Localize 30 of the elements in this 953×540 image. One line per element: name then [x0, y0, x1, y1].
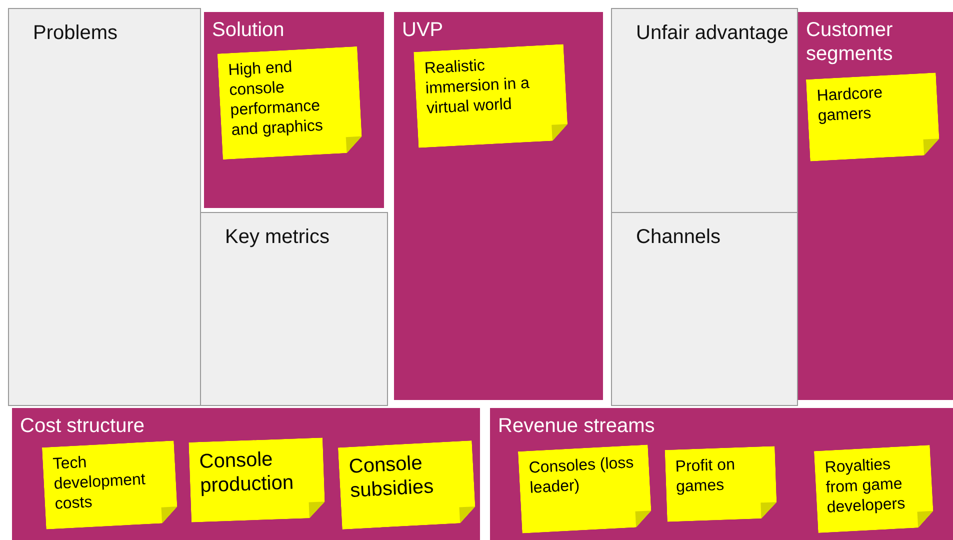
canvas-section [200, 212, 388, 406]
sticky-note [814, 445, 934, 533]
note-text: Console production [198, 447, 295, 498]
section-title: Problems [33, 21, 118, 45]
section-title: Key metrics [225, 225, 330, 249]
canvas-section [611, 8, 798, 213]
sticky-note [188, 438, 326, 522]
section-title: Channels [636, 225, 721, 249]
highlighted-section [798, 12, 953, 400]
note-text: High end console performance and graphics [228, 58, 324, 142]
sticky-note [664, 446, 778, 522]
note-text: Console subsidies [348, 451, 436, 503]
note-text: Realistic immersion in a virtual world [424, 56, 531, 120]
note-text: Profit on games [675, 456, 736, 498]
highlighted-section [204, 12, 384, 208]
canvas-section [8, 8, 201, 406]
note-text: Tech development costs [52, 453, 147, 515]
note-text: Royalties from game developers [824, 455, 907, 518]
note-text: Hardcore gamers [816, 83, 884, 127]
canvas-section [611, 212, 798, 406]
section-title: Solution [212, 18, 284, 42]
section-title: UVP [402, 18, 444, 42]
section-title: Cost structure [20, 414, 144, 438]
section-title: Revenue streams [498, 414, 655, 438]
highlighted-section [394, 12, 603, 400]
highlighted-section [12, 408, 480, 540]
section-title: Unfair advantage [636, 21, 788, 45]
note-text: Consoles (loss leader) [528, 453, 636, 499]
highlighted-section [490, 408, 953, 540]
section-title: Customer segments [806, 18, 894, 66]
